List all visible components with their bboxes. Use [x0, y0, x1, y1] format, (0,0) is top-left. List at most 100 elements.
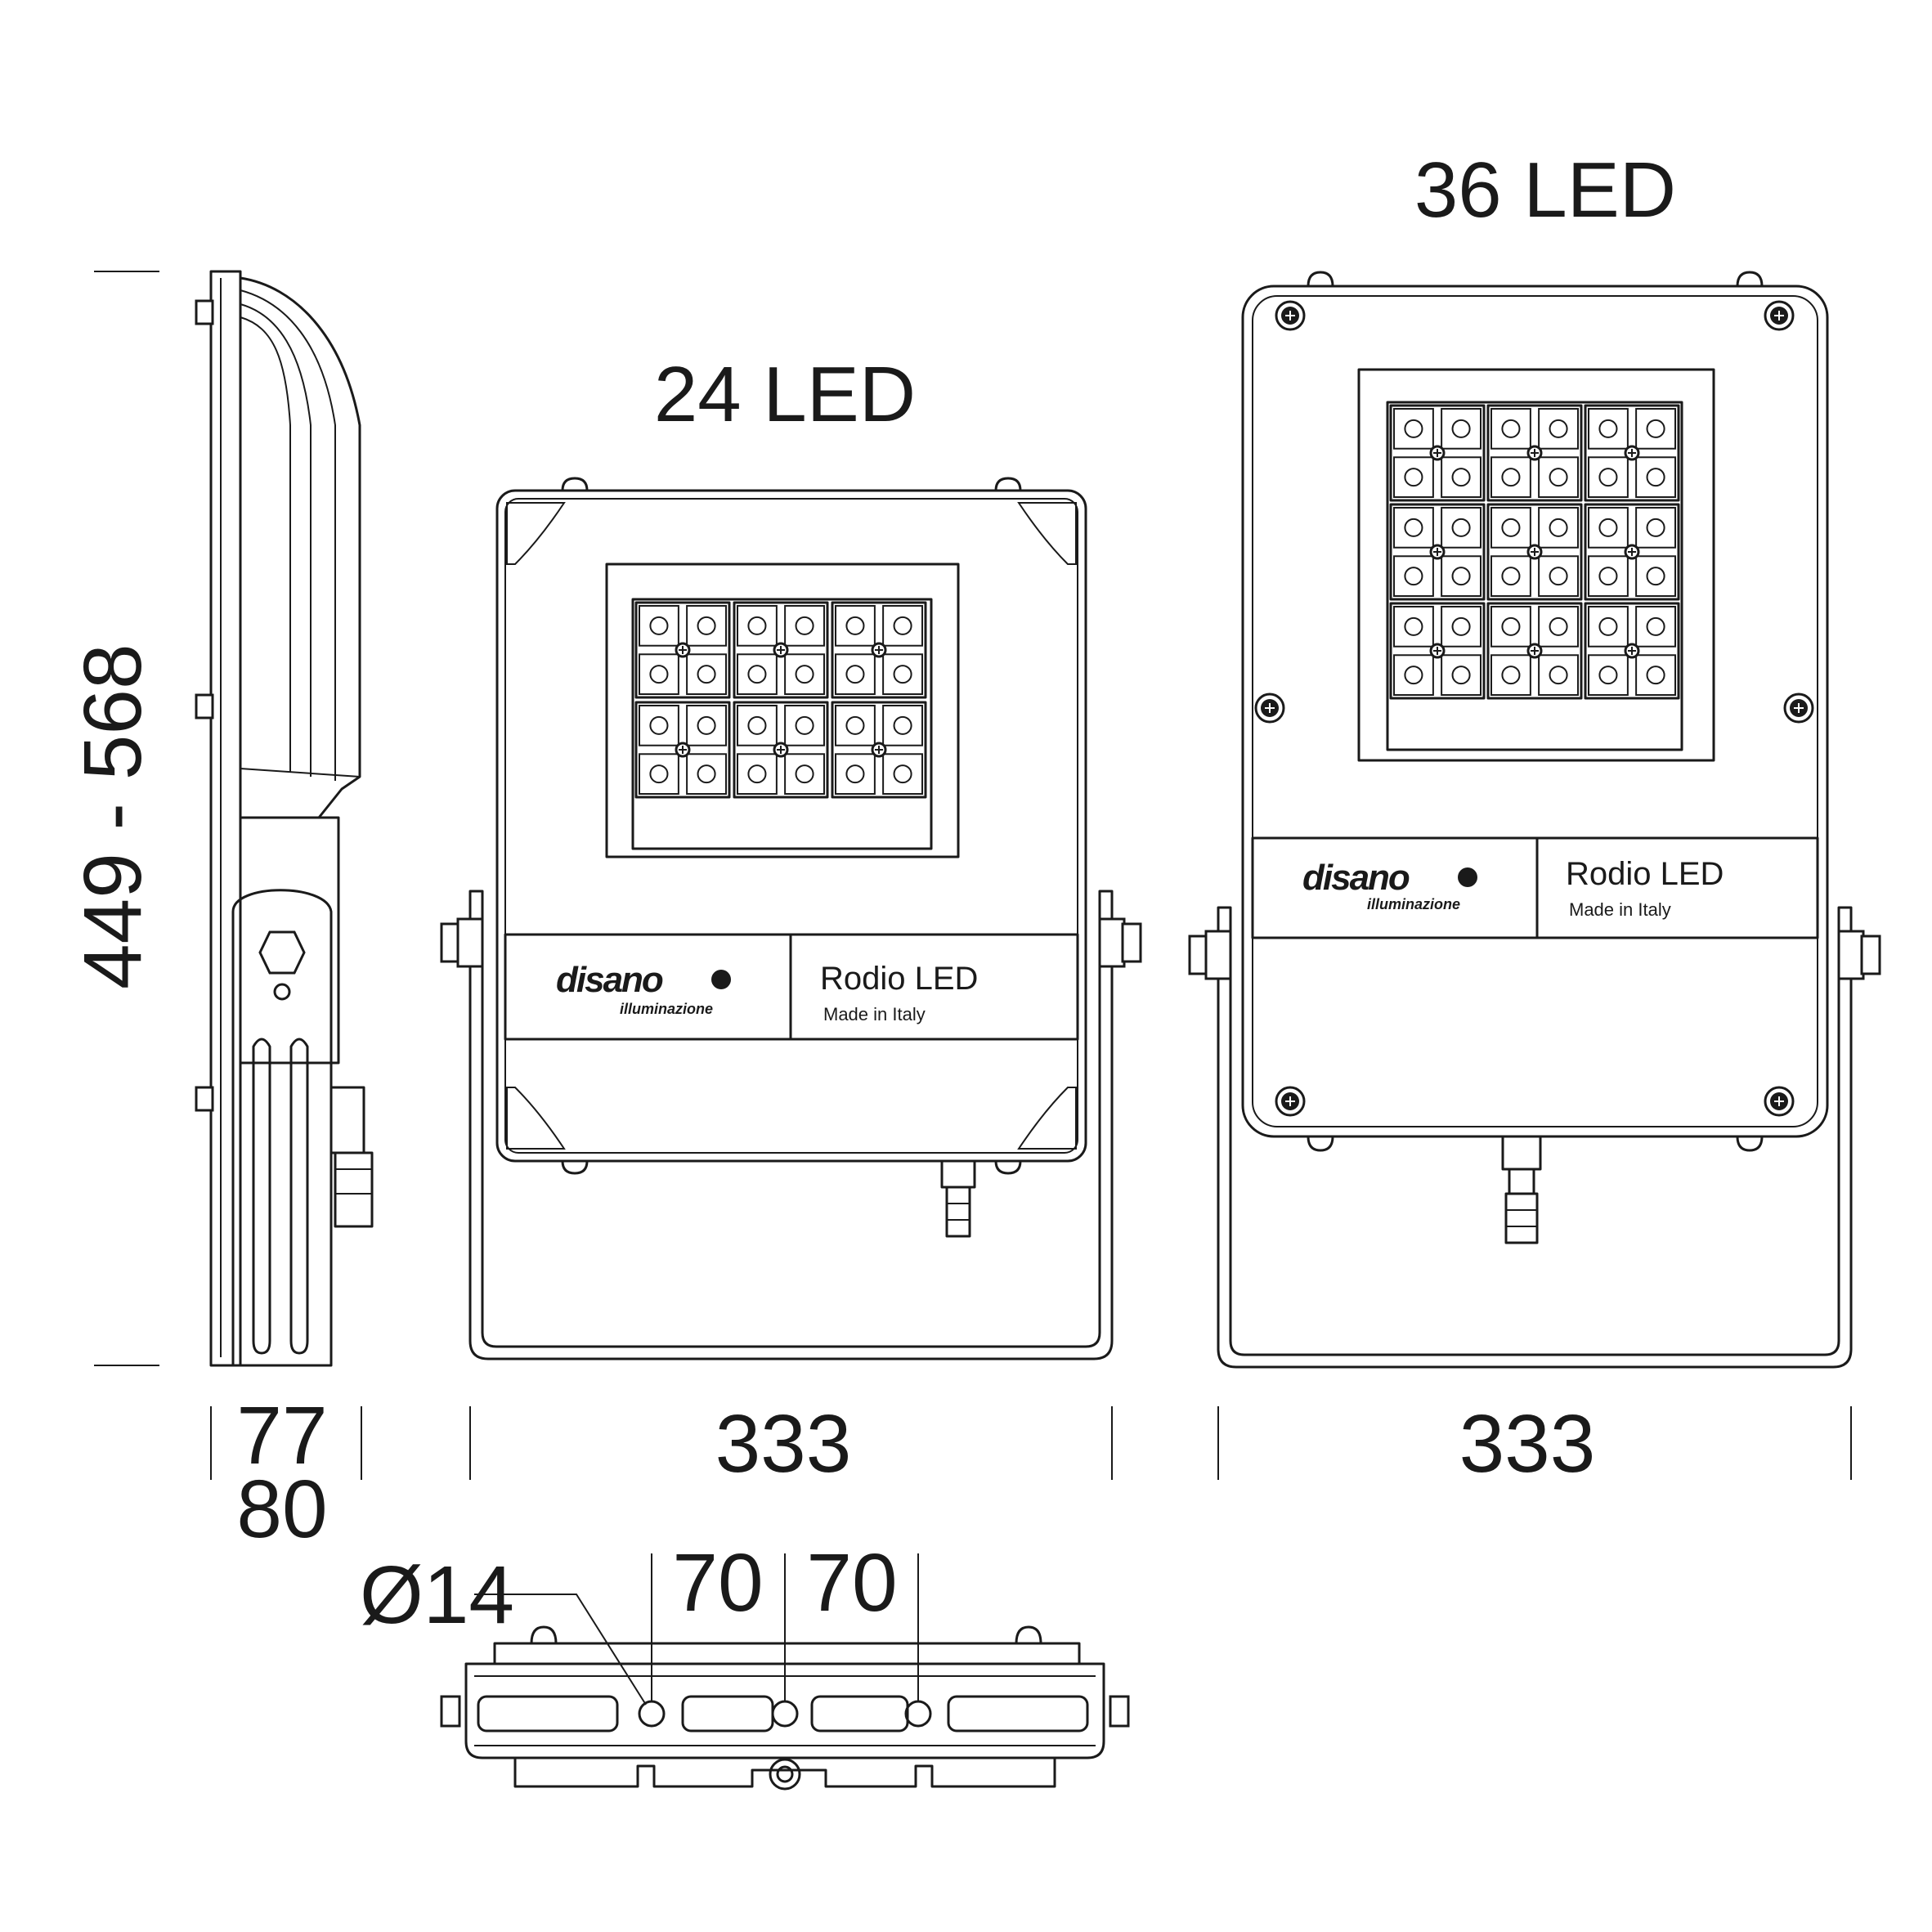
led-icon	[1538, 507, 1579, 549]
bottom-housing	[464, 1662, 1105, 1759]
led-module	[1389, 602, 1486, 700]
led-icon	[639, 653, 679, 696]
led-icon	[1490, 507, 1531, 549]
led-icon	[835, 705, 876, 746]
led-icon	[1441, 555, 1481, 598]
led-icon	[1635, 606, 1676, 648]
led-icon	[639, 705, 679, 746]
led-icon	[1393, 654, 1434, 697]
bottom-top-plate	[493, 1642, 1081, 1665]
led-icon	[1393, 456, 1434, 499]
brand-logo-36: disano	[1302, 858, 1410, 898]
led-icon	[1635, 507, 1676, 549]
bottom-view: Ø14 70 70	[360, 1537, 1130, 1791]
product-name-24: Rodio LED	[820, 961, 978, 997]
led-icon	[1635, 555, 1676, 598]
led-icon	[1441, 606, 1481, 648]
led-icon	[835, 605, 876, 647]
knob-left-bottom-icon	[440, 1695, 461, 1728]
led-icon	[1538, 555, 1579, 598]
side-bolt-icon	[195, 299, 214, 325]
front-view-24-led: disano illuminazione Rodio LED Made in I…	[440, 477, 1142, 1490]
bracket-24	[468, 890, 1114, 1360]
led-icon	[686, 605, 727, 647]
side-view: 449 - 568 77 80	[67, 270, 374, 1555]
side-bracket	[231, 889, 333, 1367]
led-icon	[639, 605, 679, 647]
led-icon	[1588, 606, 1629, 648]
title-36-led: 36 LED	[1414, 146, 1676, 234]
cable-entry-icon	[769, 1758, 801, 1791]
led-icon	[1393, 408, 1434, 450]
led-module	[1584, 404, 1680, 502]
led-icon	[1588, 555, 1629, 598]
led-module	[634, 701, 731, 799]
title-24-led: 24 LED	[654, 351, 916, 438]
knob-right-36-icon	[1837, 930, 1865, 980]
led-module	[831, 701, 927, 799]
side-mounting-plate	[209, 270, 242, 1367]
made-in-italy-24: Made in Italy	[823, 1004, 926, 1024]
hole-spacing-1-label: 70	[672, 1537, 763, 1629]
led-icon	[737, 705, 778, 746]
led-modules-36	[1389, 404, 1680, 700]
led-icon	[1538, 606, 1579, 648]
led-icon	[1441, 654, 1481, 697]
led-icon	[639, 753, 679, 796]
slot	[810, 1695, 909, 1733]
brand-subtitle-36: illuminazione	[1367, 896, 1460, 912]
led-icon	[882, 605, 923, 647]
brand-subtitle: illuminazione	[620, 1001, 713, 1017]
optic-window-36	[1357, 368, 1715, 762]
led-icon	[1441, 456, 1481, 499]
led-icon	[686, 753, 727, 796]
led-icon	[737, 753, 778, 796]
hole-diameter-label: Ø14	[360, 1549, 514, 1641]
housing-24	[495, 489, 1087, 1163]
led-icon	[686, 653, 727, 696]
led-icon	[882, 753, 923, 796]
led-icon	[835, 653, 876, 696]
depth-min-label: 77	[236, 1390, 327, 1481]
depth-max-label: 80	[236, 1464, 327, 1555]
led-module	[733, 701, 829, 799]
led-icon	[835, 753, 876, 796]
slot	[477, 1695, 619, 1733]
height-dimension-label: 449 - 568	[67, 643, 159, 989]
led-icon	[1635, 408, 1676, 450]
cable-gland-24-icon	[940, 1159, 976, 1189]
slot	[681, 1695, 774, 1733]
front-view-36-led: disano illuminazione Rodio LED Made in I…	[1188, 271, 1881, 1490]
nameplate-36	[1251, 836, 1819, 939]
knob-right-bottom-icon	[1109, 1695, 1130, 1728]
led-icon	[1635, 654, 1676, 697]
led-icon	[686, 705, 727, 746]
led-icon	[1441, 408, 1481, 450]
led-icon	[1588, 507, 1629, 549]
led-icon	[1490, 654, 1531, 697]
led-icon	[1441, 507, 1481, 549]
led-icon	[737, 653, 778, 696]
led-icon	[1538, 408, 1579, 450]
mounting-hole	[638, 1700, 666, 1728]
screw-icon	[1275, 1086, 1306, 1117]
led-module	[733, 601, 829, 699]
housing-36	[1241, 285, 1829, 1138]
width-24-label: 333	[715, 1398, 852, 1490]
screw-icon	[1764, 300, 1795, 331]
led-icon	[784, 605, 825, 647]
led-module	[634, 601, 731, 699]
led-icon	[1490, 555, 1531, 598]
optic-window-24	[605, 563, 960, 858]
led-icon	[1393, 555, 1434, 598]
led-array-24	[631, 598, 933, 850]
bracket-36	[1217, 906, 1853, 1369]
cable-gland-36-icon	[1501, 1135, 1542, 1171]
led-module	[1486, 602, 1583, 700]
led-icon	[1588, 408, 1629, 450]
led-modules-24	[634, 601, 927, 799]
led-icon	[784, 705, 825, 746]
led-icon	[1490, 408, 1531, 450]
width-36-label: 333	[1459, 1398, 1596, 1490]
screw-icon	[1254, 693, 1285, 724]
